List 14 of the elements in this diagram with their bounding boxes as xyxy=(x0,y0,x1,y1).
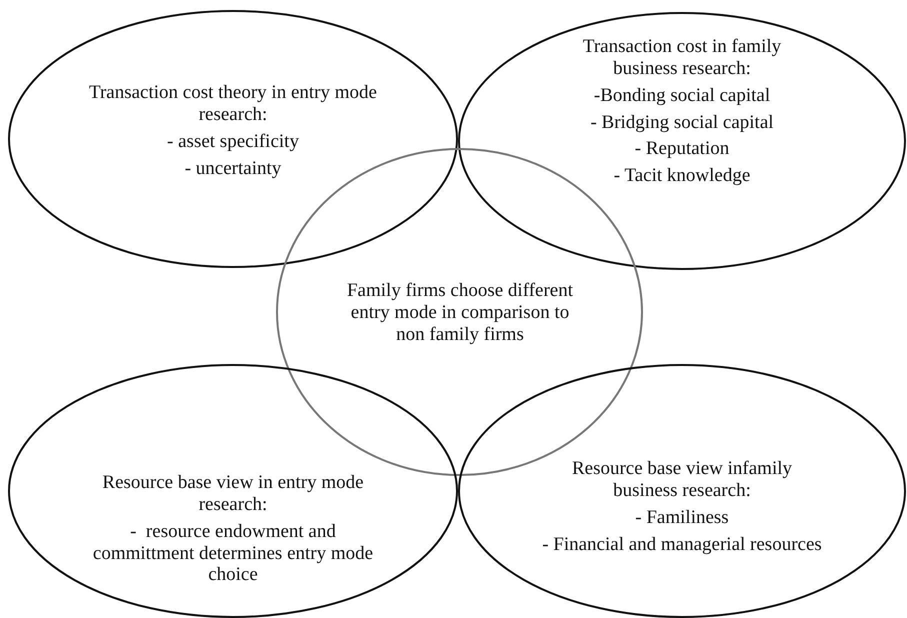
heading-text: Transaction cost in family business research: xyxy=(582,36,782,80)
list-item: - Familiness xyxy=(635,506,729,529)
list-item: - asset specificity xyxy=(167,130,299,153)
list-item: - resource endowment and committment determines entry mode choice xyxy=(92,520,374,586)
list-item: - Tacit knowledge xyxy=(614,165,750,188)
list-item: - Financial and managerial resources xyxy=(542,534,822,556)
list-item: -Bonding social capital xyxy=(594,84,770,107)
heading-text: Resource base view in entry mode research: xyxy=(101,472,365,516)
list-item: - Reputation xyxy=(634,138,730,160)
list-item: - Bridging social capital xyxy=(590,112,774,134)
list-item: - uncertainty xyxy=(184,158,282,180)
heading-text: Transaction cost theory in entry mode research: xyxy=(88,82,378,126)
heading-text: Resource base view infamily business research: xyxy=(570,458,793,502)
center-text: Family firms choose different entry mode in comparison to non family firms xyxy=(346,280,574,346)
